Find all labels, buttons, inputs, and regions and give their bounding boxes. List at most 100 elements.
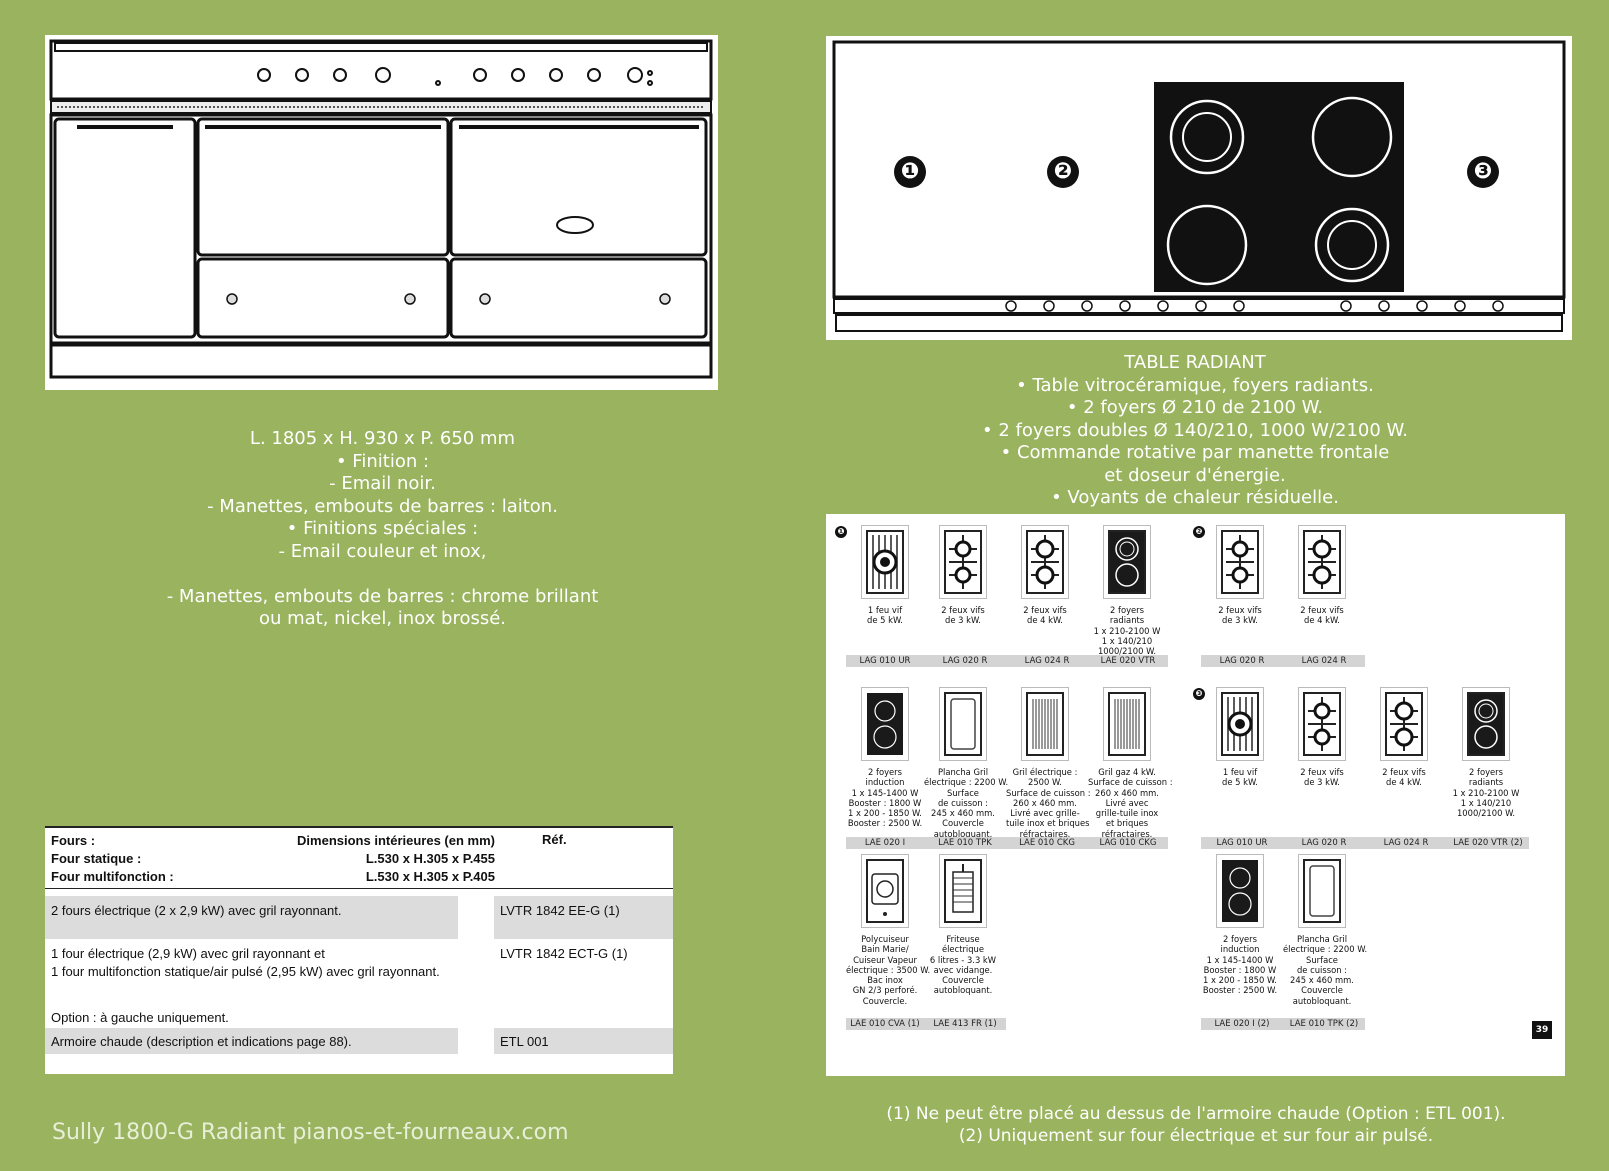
module-card: Gril électrique : 2500 W. Surface de cui… xyxy=(1006,687,1091,839)
double-burner-icon xyxy=(1298,525,1346,599)
footnotes: (1) Ne peut être placé au dessus de l'ar… xyxy=(826,1103,1566,1147)
footnote-1: (1) Ne peut être placé au dessus de l'ar… xyxy=(886,1104,1506,1124)
finish-heading: • Finition : xyxy=(335,450,430,472)
plancha-icon xyxy=(1298,854,1346,928)
ref-bar xyxy=(1201,1018,1365,1030)
module-card: 2 feux vifs de 4 kW. xyxy=(1365,687,1443,788)
module-card: 2 foyers induction 1 x 145-1400 W Booste… xyxy=(1201,854,1279,996)
oven-option-desc: Armoire chaude (description et indicatio… xyxy=(51,1034,352,1049)
oven-options-table: Fours : Four statique : Four multifoncti… xyxy=(45,826,673,1074)
module-card: Polycuiseur Bain Marie/ Cuiseur Vapeur é… xyxy=(846,854,931,1006)
module-catalog: ❶ ❷ ❸ 1 feu vif de 5 kW. 2 feux vifs de … xyxy=(826,514,1565,1076)
module-ref: LAE 010 CVA (1) xyxy=(850,1019,920,1029)
double-burner-icon xyxy=(1298,687,1346,761)
zone-number-2: ❷ xyxy=(1047,156,1079,188)
module-desc: 2 foyers induction 1 x 145-1400 W Booste… xyxy=(847,767,923,829)
induction-icon xyxy=(1216,854,1264,928)
radiant-line: et doseur d'énergie. xyxy=(1104,464,1286,486)
ref-bar xyxy=(846,1018,1006,1030)
module-ref: LAE 010 TPK xyxy=(938,838,992,848)
special-finish-heading: • Finitions spéciales : xyxy=(286,518,479,539)
module-ref: LAE 413 FR (1) xyxy=(933,1019,997,1029)
radiant-line: • Voyants de chaleur résiduelle. xyxy=(1051,487,1339,508)
module-card: 2 feux vifs de 3 kW. xyxy=(924,525,1002,626)
module-ref: LAG 020 R xyxy=(942,656,988,666)
ref-bar xyxy=(846,655,1168,667)
zone-number-3: ❸ xyxy=(1467,156,1499,188)
radiant-line: • 2 foyers doubles Ø 140/210, 1000 W/210… xyxy=(981,419,1409,441)
module-card: 2 foyers radiants 1 x 210-2100 W 1 x 140… xyxy=(1088,525,1166,656)
ref-header: Réf. xyxy=(542,832,567,847)
module-ref: LAG 010 CKG xyxy=(1099,838,1157,848)
zone-number-1: ❶ xyxy=(894,156,926,188)
oven-option-ref: LVTR 1842 EE-G (1) xyxy=(500,903,620,918)
ref-bar xyxy=(846,837,1168,849)
spacer-line xyxy=(150,563,615,586)
double-burner-icon xyxy=(1216,525,1264,599)
section-marker-3: ❸ xyxy=(1193,688,1205,700)
ref-bar xyxy=(1201,655,1365,667)
oven-option-desc: 1 four multifonction statique/air pulsé … xyxy=(51,964,440,979)
radiant-icon xyxy=(1462,687,1510,761)
module-ref: LAG 010 UR xyxy=(859,656,911,666)
module-ref: LAG 024 R xyxy=(1383,838,1429,848)
radiant-line: • Table vitrocéramique, foyers radiants. xyxy=(1016,374,1374,396)
module-desc: 2 feux vifs de 3 kW. xyxy=(1218,605,1262,626)
module-card: Plancha Gril électrique : 2200 W. Surfac… xyxy=(924,687,1008,839)
oven-option-desc: 1 four électrique (2,9 kW) avec gril ray… xyxy=(51,946,325,961)
module-desc: 1 feu vif de 5 kW. xyxy=(867,605,903,626)
oven-labels: Fours : Four statique : Four multifoncti… xyxy=(51,833,174,884)
range-top-view: ❶ ❷ ❸ xyxy=(826,36,1572,340)
ref-bar xyxy=(1201,837,1529,849)
module-card: 2 feux vifs de 3 kW. xyxy=(1201,525,1279,626)
module-card: 2 feux vifs de 4 kW. xyxy=(1006,525,1084,626)
module-desc: 2 feux vifs de 3 kW. xyxy=(1300,767,1344,788)
module-ref: LAG 020 R xyxy=(1219,656,1265,666)
dimensions-and-finish: L. 1805 x H. 930 x P. 650 mm • Finition … xyxy=(150,428,615,631)
module-ref: LAG 020 R xyxy=(1301,838,1347,848)
special-finish-line: ou mat, nickel, inox brossé. xyxy=(258,608,507,629)
double-burner-icon xyxy=(939,525,987,599)
oven-option-ref: LVTR 1842 ECT-G (1) xyxy=(500,946,628,961)
steamer-icon xyxy=(861,854,909,928)
module-card: Gril gaz 4 kW. Surface de cuisson : 260 … xyxy=(1088,687,1173,839)
range-front-drawing xyxy=(49,39,713,379)
module-card: 2 foyers radiants 1 x 210-2100 W 1 x 140… xyxy=(1447,687,1525,818)
module-desc: 2 feux vifs de 4 kW. xyxy=(1300,605,1344,626)
module-card: 2 feux vifs de 3 kW. xyxy=(1283,687,1361,788)
radiant-table-specs: TABLE RADIANT • Table vitrocéramique, fo… xyxy=(960,352,1430,510)
double-burner-icon xyxy=(1021,525,1069,599)
vitroceramic-hob xyxy=(1154,82,1404,292)
oven-dimensions: Dimensions intérieures (en mm) L.530 x H… xyxy=(297,833,495,884)
radiant-icon xyxy=(1103,525,1151,599)
section-marker-1: ❶ xyxy=(835,526,847,538)
module-desc: 2 feux vifs de 3 kW. xyxy=(941,605,985,626)
special-finish-line: - Email couleur et inox, xyxy=(278,540,487,562)
module-desc: Polycuiseur Bain Marie/ Cuiseur Vapeur é… xyxy=(846,934,931,1006)
module-ref: LAE 020 I (2) xyxy=(1214,1019,1270,1029)
module-desc: Friteuse électrique 6 litres - 3.3 kW av… xyxy=(929,934,997,996)
module-card: 2 feux vifs de 4 kW. xyxy=(1283,525,1361,626)
module-desc: 2 foyers induction 1 x 145-1400 W Booste… xyxy=(1202,934,1278,996)
plancha-icon xyxy=(939,687,987,761)
module-card: 1 feu vif de 5 kW. xyxy=(1201,687,1279,788)
grill-icon xyxy=(1021,687,1069,761)
module-ref: LAE 020 VTR xyxy=(1100,656,1156,666)
wok-burner-icon xyxy=(1216,687,1264,761)
module-desc: 1 feu vif de 5 kW. xyxy=(1222,767,1258,788)
radiant-line: • 2 foyers Ø 210 de 2100 W. xyxy=(1066,397,1324,418)
induction-icon xyxy=(861,687,909,761)
module-card: Plancha Gril électrique : 2200 W. Surfac… xyxy=(1283,854,1368,1006)
footer-title: Sully 1800-G Radiant pianos-et-fourneaux… xyxy=(52,1120,569,1145)
module-card: 2 foyers induction 1 x 145-1400 W Booste… xyxy=(846,687,924,829)
module-desc: Gril gaz 4 kW. Surface de cuisson : 260 … xyxy=(1088,767,1173,839)
module-ref: LAG 010 UR xyxy=(1216,838,1268,848)
oven-option-ref: ETL 001 xyxy=(500,1034,549,1049)
module-desc: 2 foyers radiants 1 x 210-2100 W 1 x 140… xyxy=(1093,605,1161,657)
double-burner-icon xyxy=(1380,687,1428,761)
dimensions-line: L. 1805 x H. 930 x P. 650 mm xyxy=(249,428,516,449)
radiant-title: TABLE RADIANT xyxy=(1124,352,1266,373)
module-desc: Plancha Gril électrique : 2200 W. Surfac… xyxy=(1283,934,1368,1006)
range-front-view xyxy=(45,35,718,390)
module-desc: 2 feux vifs de 4 kW. xyxy=(1023,605,1067,626)
